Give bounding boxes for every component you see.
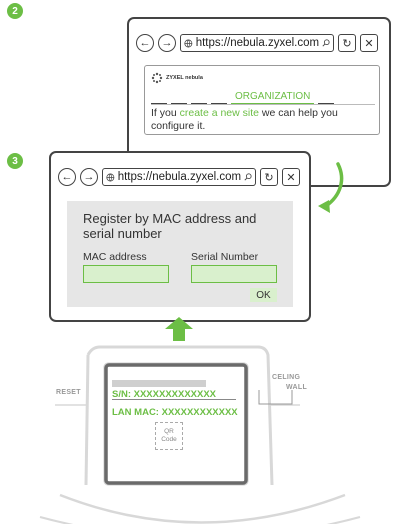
celing-label: CELING bbox=[272, 374, 301, 381]
close-button[interactable]: ✕ bbox=[282, 168, 300, 186]
browser-nav-bar: ← → https://nebula.zyxel.com ↻ ✕ bbox=[136, 34, 378, 52]
back-button[interactable]: ← bbox=[136, 34, 154, 52]
url-text: https://nebula.zyxel.com bbox=[117, 171, 242, 183]
browser-nav-bar-front: ← → https://nebula.zyxel.com ↻ ✕ bbox=[58, 168, 300, 186]
tab-placeholder-2[interactable] bbox=[171, 103, 187, 104]
forward-arrow-icon: → bbox=[161, 36, 173, 49]
wall-label: WALL bbox=[286, 384, 308, 391]
tab-organization[interactable]: ORGANIZATION bbox=[231, 91, 315, 104]
dialog-title: Register by MAC address and serial numbe… bbox=[83, 211, 257, 241]
forward-button[interactable]: → bbox=[80, 168, 98, 186]
help-message: If you create a new site we can help you… bbox=[151, 107, 375, 133]
logo-text: ZYXEL nebula bbox=[166, 75, 203, 81]
register-dialog: Register by MAC address and serial numbe… bbox=[67, 201, 293, 307]
tab-placeholder-5[interactable] bbox=[318, 103, 335, 104]
refresh-button[interactable]: ↻ bbox=[338, 34, 356, 52]
search-icon bbox=[322, 39, 330, 47]
back-arrow-icon: ← bbox=[139, 36, 151, 49]
sticker-bar bbox=[112, 380, 206, 387]
nav-tabs: ORGANIZATION bbox=[151, 91, 335, 104]
message-text-end: we can help you configure it. bbox=[151, 107, 338, 132]
tab-placeholder-4[interactable] bbox=[211, 103, 227, 104]
divider bbox=[151, 104, 375, 105]
serial-label: Serial Number bbox=[191, 251, 259, 263]
serial-number-input[interactable] bbox=[191, 265, 277, 283]
refresh-icon: ↻ bbox=[342, 37, 352, 50]
back-button[interactable]: ← bbox=[58, 168, 76, 186]
sticker-divider bbox=[112, 399, 236, 400]
zyxel-logo-icon bbox=[151, 72, 163, 84]
step-3-badge: 3 bbox=[7, 153, 23, 169]
close-icon: ✕ bbox=[286, 171, 296, 184]
serial-number-text: S/N: XXXXXXXXXXXXX bbox=[112, 389, 217, 400]
step-2-badge: 2 bbox=[7, 3, 23, 19]
mac-label: MAC address bbox=[83, 251, 147, 263]
tab-placeholder-3[interactable] bbox=[191, 103, 207, 104]
search-icon bbox=[244, 173, 252, 181]
zyxel-logo: ZYXEL nebula bbox=[151, 72, 203, 84]
message-text: If you bbox=[151, 107, 180, 119]
curved-arrow-icon bbox=[318, 162, 344, 213]
device-illustration bbox=[39, 345, 361, 524]
tab-placeholder-1[interactable] bbox=[151, 103, 167, 104]
close-button[interactable]: ✕ bbox=[360, 34, 378, 52]
forward-button[interactable]: → bbox=[158, 34, 176, 52]
address-bar[interactable]: https://nebula.zyxel.com bbox=[102, 168, 256, 186]
ok-button[interactable]: OK bbox=[250, 288, 277, 302]
qr-code-icon: QR Code bbox=[155, 422, 183, 450]
globe-icon bbox=[106, 173, 115, 181]
browser-window-front: ← → https://nebula.zyxel.com ↻ ✕ Registe… bbox=[49, 151, 311, 322]
refresh-button[interactable]: ↻ bbox=[260, 168, 278, 186]
refresh-icon: ↻ bbox=[264, 171, 274, 184]
forward-arrow-icon: → bbox=[83, 170, 95, 183]
address-bar[interactable]: https://nebula.zyxel.com bbox=[180, 34, 334, 52]
globe-icon bbox=[184, 39, 193, 47]
lan-mac-text: LAN MAC: XXXXXXXXXXXX bbox=[112, 407, 238, 418]
url-text: https://nebula.zyxel.com bbox=[195, 37, 320, 49]
create-site-link[interactable]: create a new site bbox=[179, 107, 259, 119]
back-arrow-icon: ← bbox=[61, 170, 73, 183]
mac-address-input[interactable] bbox=[83, 265, 169, 283]
close-icon: ✕ bbox=[364, 37, 374, 50]
up-arrow-icon bbox=[165, 317, 193, 341]
qr-code-label: QR Code bbox=[161, 428, 177, 443]
reset-label: RESET bbox=[56, 389, 81, 396]
page-content: ZYXEL nebula ORGANIZATION If you create … bbox=[144, 65, 380, 135]
